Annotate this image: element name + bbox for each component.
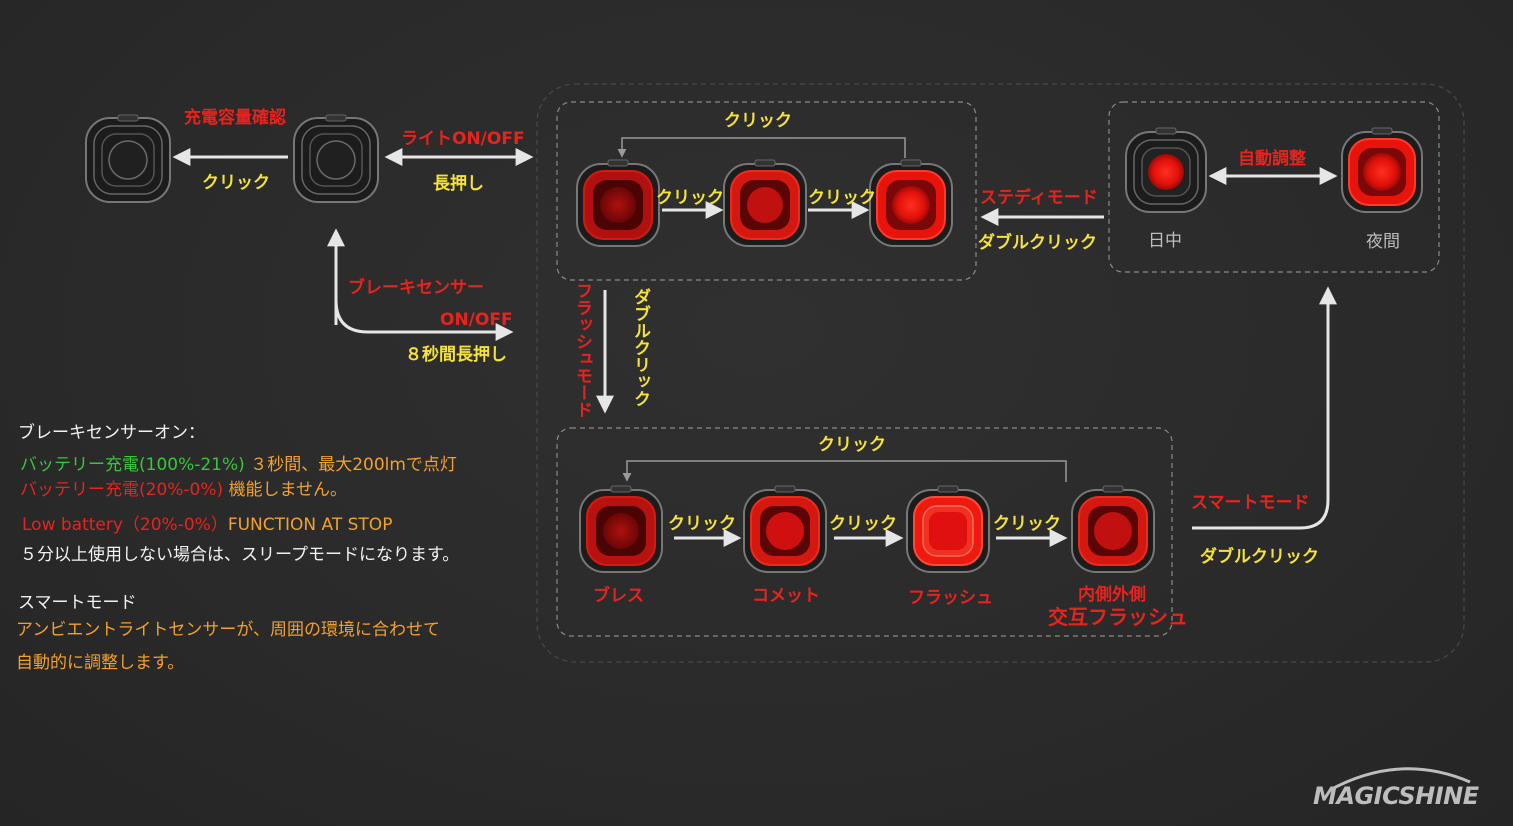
note-function-stop: FUNCTION AT STOP [227, 515, 393, 535]
note-battery-low-desc: 機能しません。 [228, 480, 348, 500]
label-flash-click-loop: クリック [818, 435, 886, 455]
label-comet: コメット [752, 586, 820, 606]
label-onoff: ON/OFF [440, 310, 513, 330]
label-light-onoff: ライトON/OFF [401, 129, 525, 149]
note-smart-desc-2: 自動的に調整します。 [16, 653, 185, 673]
note-sleep: ５分以上使用しない場合は、スリープモードになります。 [20, 545, 460, 565]
label-steady-click-2: クリック [808, 188, 876, 208]
label-breath: ブレス [593, 586, 644, 606]
note-battery-high-desc: ３秒間、最大200lmで点灯 [250, 455, 457, 475]
lamp-alternate-flash-icon [1071, 485, 1155, 573]
lamp-steady-mid-icon [723, 159, 807, 247]
label-flash-mode: フラッシュモード [572, 282, 592, 418]
label-steady-click-loop: クリック [724, 111, 792, 131]
lamp-steady-high-icon [869, 159, 953, 247]
lamp-steady-low-icon [576, 159, 660, 247]
label-flash-double-click: ダブルクリック [630, 288, 650, 407]
label-steady-double-click: ダブルクリック [978, 233, 1097, 253]
label-alternate-flash: 交互フラッシュ [1048, 605, 1188, 629]
note-battery-low-level: バッテリー充電(20%-0%) [20, 480, 224, 500]
label-inner-outer: 内側外側 [1078, 585, 1146, 605]
label-flash-click-1: クリック [668, 514, 736, 534]
lamp-night-icon [1341, 127, 1423, 213]
label-steady-click-1: クリック [656, 188, 724, 208]
label-night: 夜間 [1366, 232, 1400, 252]
note-battery-high-level: バッテリー充電(100%-21%) [20, 455, 245, 475]
label-steady-mode: ステディモード [980, 188, 1098, 208]
label-8sec-press: ８秒間長押し [405, 345, 507, 365]
label-long-press: 長押し [433, 174, 484, 194]
lamp-off-icon [293, 114, 379, 203]
label-smart-double-click: ダブルクリック [1200, 547, 1319, 567]
label-click: クリック [202, 173, 270, 193]
lamp-day-icon [1125, 127, 1207, 213]
label-day: 日中 [1148, 231, 1182, 251]
note-low-battery-level: Low battery（20%-0%） [22, 515, 228, 535]
note-brake-title: ブレーキセンサーオン： [18, 423, 205, 443]
note-smart-desc-1: アンビエントライトセンサーが、周囲の環境に合わせて [16, 620, 440, 640]
smart-mode-box [1108, 101, 1440, 273]
label-flash-click-2: クリック [829, 514, 897, 534]
arrow-flash-loop [622, 460, 1067, 482]
arrow-steady-loop [617, 137, 906, 158]
lamp-off-icon [85, 114, 171, 203]
brand-logo: MAGICSHINE [1313, 782, 1479, 810]
note-low-battery-en: Low battery（20%-0%）FUNCTION AT STOP [22, 510, 392, 535]
arrow-smart-mode [1192, 286, 1337, 530]
label-flash: フラッシュ [908, 588, 993, 608]
note-smart-title: スマートモード [18, 593, 137, 613]
label-brake-sensor: ブレーキセンサー [348, 278, 484, 298]
label-auto-adjust: 自動調整 [1238, 149, 1306, 169]
note-battery-high: バッテリー充電(100%-21%) ３秒間、最大200lmで点灯 [20, 450, 457, 475]
label-charge-check: 充電容量確認 [184, 108, 286, 128]
label-flash-click-3: クリック [993, 514, 1061, 534]
lamp-comet-icon [743, 485, 827, 573]
label-smart-mode: スマートモード [1191, 493, 1310, 513]
lamp-breath-icon [579, 485, 663, 573]
outer-mode-frame [536, 83, 1465, 663]
steady-mode-box [556, 101, 977, 281]
brand-swoosh [1329, 767, 1471, 792]
note-battery-low: バッテリー充電(20%-0%) 機能しません。 [20, 475, 347, 500]
lamp-flash-icon [906, 485, 990, 573]
